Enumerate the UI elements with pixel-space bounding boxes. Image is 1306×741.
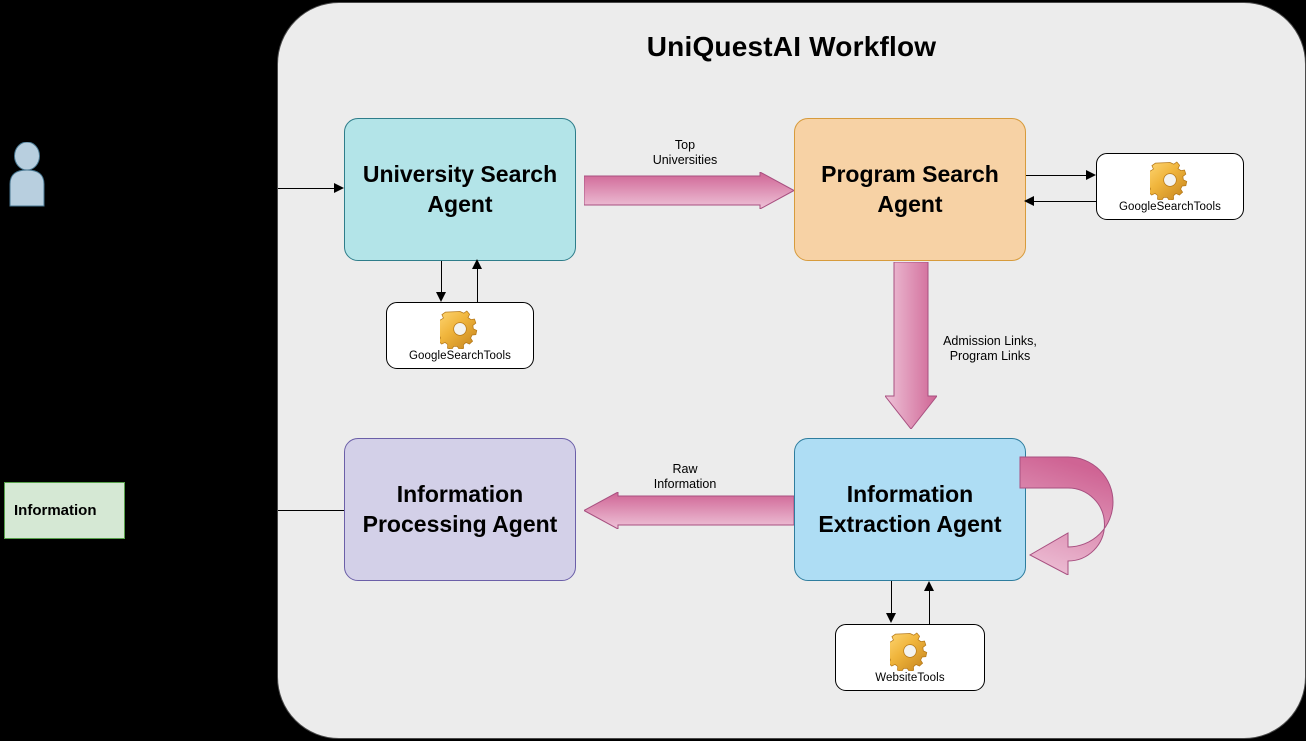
edge-label-admission-links: Admission Links, Program Links — [943, 334, 1037, 364]
node-label: Information Processing Agent — [362, 481, 558, 537]
tool-googlesearchtools-university[interactable]: GoogleSearchTools — [386, 302, 534, 369]
gear-icon — [890, 632, 928, 671]
node-label: Information Extraction Agent — [818, 481, 1002, 537]
arrowhead-tool-to-program — [1024, 196, 1034, 206]
arrowhead-university-to-tool — [436, 292, 446, 302]
connector-information-to-processing — [278, 510, 346, 512]
edge-extraction-self-loop — [1018, 455, 1118, 580]
workflow-panel — [277, 2, 1306, 739]
connector-tool-to-university — [477, 268, 479, 302]
node-program-search-agent[interactable]: Program Search Agent — [794, 118, 1026, 261]
page-title: UniQuestAI Workflow — [646, 31, 937, 62]
connector-tool-to-program — [1034, 201, 1096, 203]
node-university-search-agent[interactable]: University Search Agent — [344, 118, 576, 261]
tool-label: WebsiteTools — [875, 672, 945, 684]
arrowhead-actor-to-university — [334, 183, 344, 193]
tool-googlesearchtools-program[interactable]: GoogleSearchTools — [1096, 153, 1244, 220]
edge-label-raw-information: Raw Information — [653, 462, 717, 492]
node-label: University Search Agent — [362, 161, 558, 217]
arrowhead-tool-to-extraction — [924, 581, 934, 591]
edge-label-top-universities: Top Universities — [652, 138, 718, 168]
connector-actor-to-university — [278, 188, 336, 190]
tool-label: GoogleSearchTools — [1118, 201, 1222, 213]
node-information-processing-agent[interactable]: Information Processing Agent — [344, 438, 576, 581]
node-information-extraction-agent[interactable]: Information Extraction Agent — [794, 438, 1026, 581]
tool-websitetools-extraction[interactable]: WebsiteTools — [835, 624, 985, 691]
gear-icon — [440, 310, 478, 349]
connector-university-to-tool — [441, 261, 443, 294]
connector-tool-to-extraction — [929, 590, 931, 624]
node-label: Program Search Agent — [821, 161, 999, 217]
arrowhead-program-to-tool — [1086, 170, 1096, 180]
connector-program-to-tool — [1026, 175, 1088, 177]
user-actor-icon — [8, 141, 46, 207]
edge-admission-links — [883, 261, 939, 434]
tool-label: GoogleSearchTools — [408, 350, 512, 362]
connector-extraction-to-tool — [891, 581, 893, 615]
edge-raw-information — [582, 491, 795, 534]
arrowhead-extraction-to-tool — [886, 613, 896, 623]
gear-icon — [1150, 161, 1188, 200]
arrowhead-tool-to-university — [472, 259, 482, 269]
information-source-box: Information — [4, 482, 125, 539]
information-source-label: Information — [14, 502, 97, 519]
edge-top-universities — [583, 171, 796, 214]
